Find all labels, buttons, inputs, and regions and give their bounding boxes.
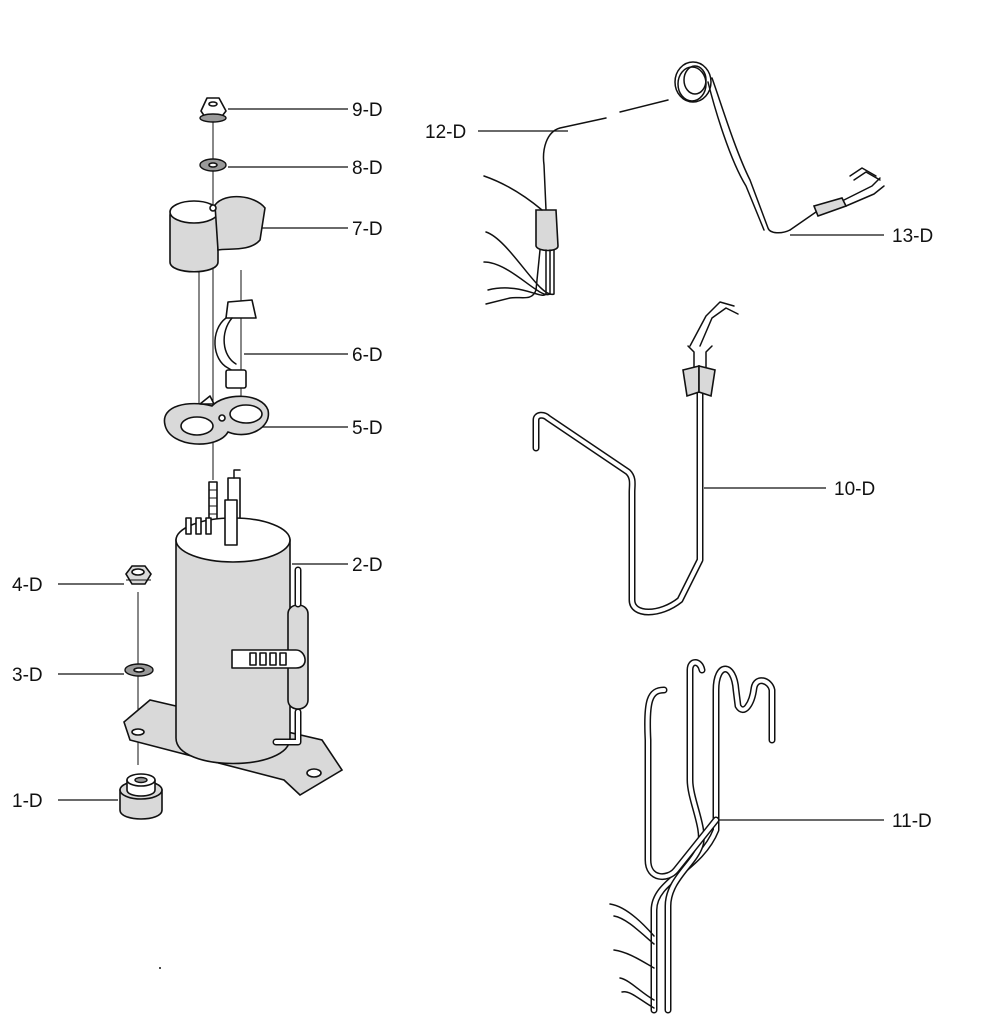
part-8-d-washer [199, 158, 227, 172]
label-7-d: 7-D [352, 219, 383, 240]
part-11-d-pipe [609, 659, 776, 1014]
part-9-d-flange-nut [199, 97, 227, 123]
label-9-d: 9-D [352, 100, 383, 121]
callout-7-d: 7-D [262, 219, 383, 240]
callout-8-d: 8-D [228, 158, 383, 179]
label-1-d: 1-D [12, 791, 43, 812]
part-10-d-pipe [532, 301, 739, 616]
label-10-d: 10-D [834, 479, 875, 500]
callout-3-d: 3-D [12, 665, 124, 686]
part-2-d-compressor [123, 499, 344, 796]
callout-13-d: 13-D [790, 226, 933, 247]
callout-9-d: 9-D [228, 100, 383, 121]
part-5-d-base-plate [163, 395, 270, 445]
label-6-d: 6-D [352, 345, 383, 366]
part-7-d-terminal-cover [169, 195, 266, 273]
part-6-d-lead-wire [214, 299, 257, 389]
callout-11-d: 11-D [718, 811, 932, 832]
callout-4-d: 4-D [12, 575, 124, 596]
label-3-d: 3-D [12, 665, 43, 686]
part-13-d-coiled-capillary [674, 61, 885, 234]
part-1-d-grommet [119, 773, 163, 820]
callout-1-d: 1-D [12, 791, 118, 812]
callout-2-d: 2-D [292, 555, 383, 576]
callout-10-d: 10-D [704, 479, 875, 500]
label-12-d: 12-D [425, 122, 466, 143]
label-2-d: 2-D [352, 555, 383, 576]
callout-12-d: 12-D [425, 122, 568, 143]
label-11-d: 11-D [892, 811, 932, 832]
label-8-d: 8-D [352, 158, 383, 179]
label-4-d: 4-D [12, 575, 43, 596]
callout-5-d: 5-D [262, 418, 383, 439]
part-12-d-capillary-assembly [483, 99, 669, 305]
callout-6-d: 6-D [244, 345, 383, 366]
label-13-d: 13-D [892, 226, 933, 247]
label-5-d: 5-D [352, 418, 383, 439]
part-3-d-washer [124, 663, 154, 677]
stray-dot [159, 967, 161, 969]
part-4-d-nut [125, 565, 152, 585]
